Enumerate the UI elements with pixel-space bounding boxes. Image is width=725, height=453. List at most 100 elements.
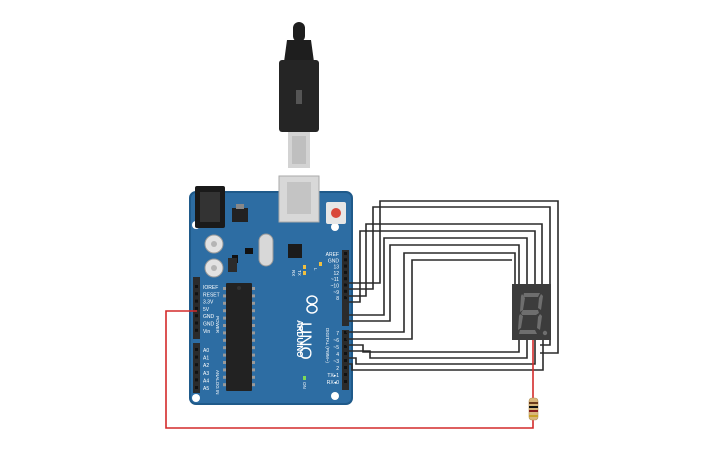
power-wire[interactable] — [165, 310, 534, 429]
header-pin[interactable] — [195, 378, 198, 382]
header-pin[interactable] — [195, 314, 198, 318]
arduino-logo — [306, 295, 318, 314]
wire-pin-12[interactable] — [346, 206, 551, 346]
wire-5v[interactable] — [165, 310, 534, 429]
pin-label: AREF — [326, 252, 339, 258]
chip-pin — [223, 331, 226, 335]
reset-button[interactable] — [331, 208, 341, 218]
segment-d — [519, 330, 537, 334]
header-pin[interactable] — [344, 352, 347, 355]
header-pin[interactable] — [195, 292, 198, 296]
pin-label: ~9 — [333, 290, 339, 296]
chip-pin — [252, 383, 255, 387]
analog-header[interactable] — [193, 343, 200, 393]
header-pin[interactable] — [195, 348, 198, 351]
pin-label: 5V — [203, 307, 210, 313]
header-pin[interactable] — [195, 321, 198, 325]
display-segments — [518, 293, 548, 336]
chip-pin — [223, 375, 226, 379]
pin-label: A2 — [203, 363, 209, 369]
wire-pin-6[interactable] — [346, 259, 512, 340]
display-digit-value: 8 — [560, 299, 562, 301]
wire-pin-2[interactable] — [346, 340, 544, 371]
chip-pin — [223, 316, 226, 320]
header-pin[interactable] — [344, 289, 347, 293]
header-pin[interactable] — [344, 331, 347, 334]
wire-pin-3[interactable] — [346, 340, 536, 365]
chip-pin — [223, 361, 226, 364]
chip-pin — [252, 331, 255, 335]
wire-pin-5[interactable] — [346, 340, 520, 353]
header-pin[interactable] — [195, 328, 198, 332]
header-pin[interactable] — [195, 306, 198, 310]
header-pin[interactable] — [344, 345, 347, 348]
header-pin[interactable] — [344, 277, 347, 281]
header-pin[interactable] — [195, 370, 198, 374]
wire-pin-10[interactable] — [346, 230, 536, 303]
digital-header-high[interactable] — [342, 250, 349, 326]
chip-pin — [223, 383, 226, 387]
header-pin[interactable] — [195, 386, 198, 389]
header-pin[interactable] — [344, 252, 347, 255]
segment-f — [520, 294, 525, 312]
pin-label: ~10 — [331, 284, 340, 290]
header-pin[interactable] — [344, 380, 347, 383]
pin-label: A1 — [203, 356, 209, 362]
header-pin[interactable] — [344, 296, 347, 300]
chip-pin — [252, 338, 255, 342]
usb-cable[interactable] — [279, 22, 319, 168]
chip-pin — [252, 324, 255, 327]
pin-label: ~6 — [333, 338, 339, 344]
header-pin[interactable] — [344, 366, 347, 369]
wire-pin-7[interactable] — [346, 252, 516, 333]
pin-label: A5 — [203, 386, 209, 392]
header-pin[interactable] — [344, 270, 347, 274]
pin-label: 4 — [336, 352, 339, 358]
tx-led — [303, 265, 306, 269]
header-pin[interactable] — [344, 258, 347, 262]
arduino-uno-board[interactable]: TX RX L ARDUINO UNO ON IOREFRESET3.3V5VG… — [189, 175, 353, 405]
chip-pin — [252, 301, 255, 305]
pin-label: GND — [328, 258, 340, 264]
chip-pin — [223, 338, 226, 342]
header-pin[interactable] — [344, 283, 347, 287]
power-header-title: POWER — [215, 316, 220, 334]
pin-label: 2 — [336, 366, 339, 372]
rx-led — [303, 271, 306, 275]
wire-pin-13[interactable] — [346, 200, 559, 354]
chip-pin — [252, 368, 255, 372]
wire-pin-9[interactable] — [346, 237, 528, 316]
power-jack-inner — [200, 192, 220, 222]
segment-c — [537, 314, 542, 330]
seven-segment-display[interactable]: 8 . — [512, 284, 565, 340]
usb-port-inner — [287, 182, 311, 214]
pin-label: ~5 — [333, 345, 339, 351]
signal-wires[interactable] — [346, 200, 559, 371]
header-pin[interactable] — [195, 285, 198, 288]
header-pin[interactable] — [344, 373, 347, 376]
voltage-regulator — [232, 208, 248, 222]
mount-hole — [331, 223, 339, 231]
usb-plug-inner — [292, 136, 306, 164]
display-dp-value: . — [564, 299, 565, 301]
header-pin[interactable] — [344, 264, 347, 268]
header-pin[interactable] — [344, 338, 347, 341]
pin-label: ~11 — [331, 277, 339, 283]
wire-pin-8[interactable] — [346, 244, 520, 322]
usb-controller-chip — [288, 244, 302, 258]
on-label: ON — [302, 382, 307, 389]
l-label: L — [313, 268, 318, 271]
regulator-tab — [236, 204, 244, 209]
header-pin[interactable] — [344, 359, 347, 362]
chip-pin — [252, 353, 255, 357]
wire-pin-4[interactable] — [346, 340, 528, 359]
pin-label: A4 — [203, 378, 209, 384]
resistor[interactable] — [528, 397, 539, 421]
header-pin[interactable] — [195, 355, 198, 359]
header-pin[interactable] — [195, 299, 198, 303]
header-pin[interactable] — [195, 363, 198, 367]
